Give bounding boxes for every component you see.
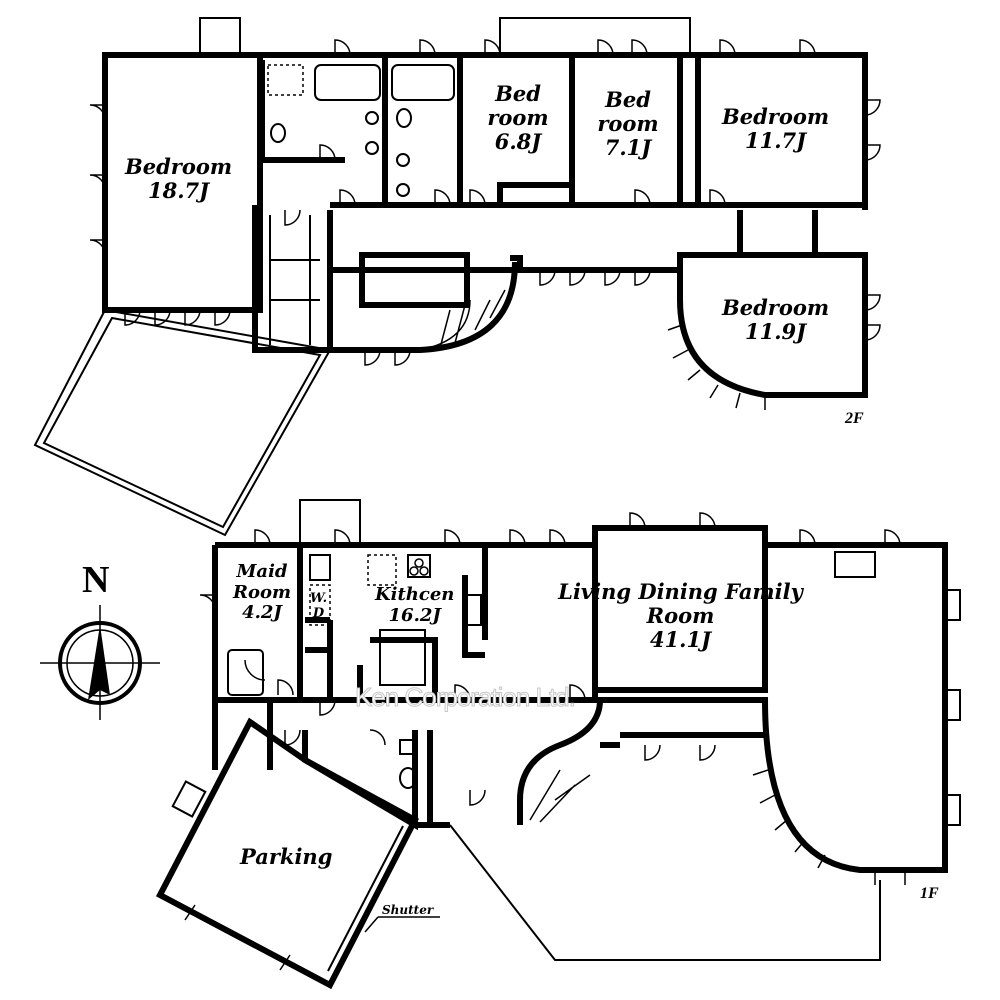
room-size: 11.9J (745, 319, 807, 345)
room-name: Bedroom (125, 154, 233, 179)
room-size: 4.2J (242, 602, 282, 624)
balcony-1f (299, 499, 361, 546)
terrace-2f (33, 308, 332, 537)
stair-void (359, 252, 470, 308)
room-name: Bed room (487, 81, 549, 131)
room-parking: Parking (240, 844, 333, 869)
watermark: Ken Corporation Ltd. (355, 682, 577, 713)
room-size: 41.1J (649, 627, 712, 653)
washer-dryer-label: W.D (310, 591, 328, 622)
balcony-top (499, 17, 691, 56)
room-size: 18.7J (148, 178, 210, 204)
room-name: Living Dining Family Room (558, 579, 803, 629)
second-floor-walls (33, 17, 881, 537)
floor-label-2f: 2F (845, 410, 864, 427)
room-name: Maid Room (232, 561, 292, 603)
room-name: Bedroom (722, 295, 830, 320)
balcony-left (199, 17, 241, 56)
room-name: Bed room (597, 87, 659, 137)
room-size: 16.2J (388, 604, 441, 626)
bedroom-18-7-walls (102, 52, 263, 313)
bedroom-11-9-walls (677, 252, 868, 398)
first-floor-walls (155, 499, 961, 990)
shutter-label: Shutter (382, 903, 434, 917)
wd-label-d: D (312, 605, 325, 621)
room-name: Bedroom (722, 104, 830, 129)
room-size: 6.8J (494, 129, 542, 155)
room-size: 11.7J (745, 128, 807, 154)
compass-icon (40, 605, 160, 720)
terrace-1f (449, 824, 881, 961)
wd-label-w: W. (310, 591, 328, 606)
room-name: Kithcen (375, 584, 455, 605)
floor-label-1f: 1F (920, 885, 939, 902)
room-size: 7.1J (604, 135, 652, 161)
compass-north-label: N (82, 559, 110, 601)
